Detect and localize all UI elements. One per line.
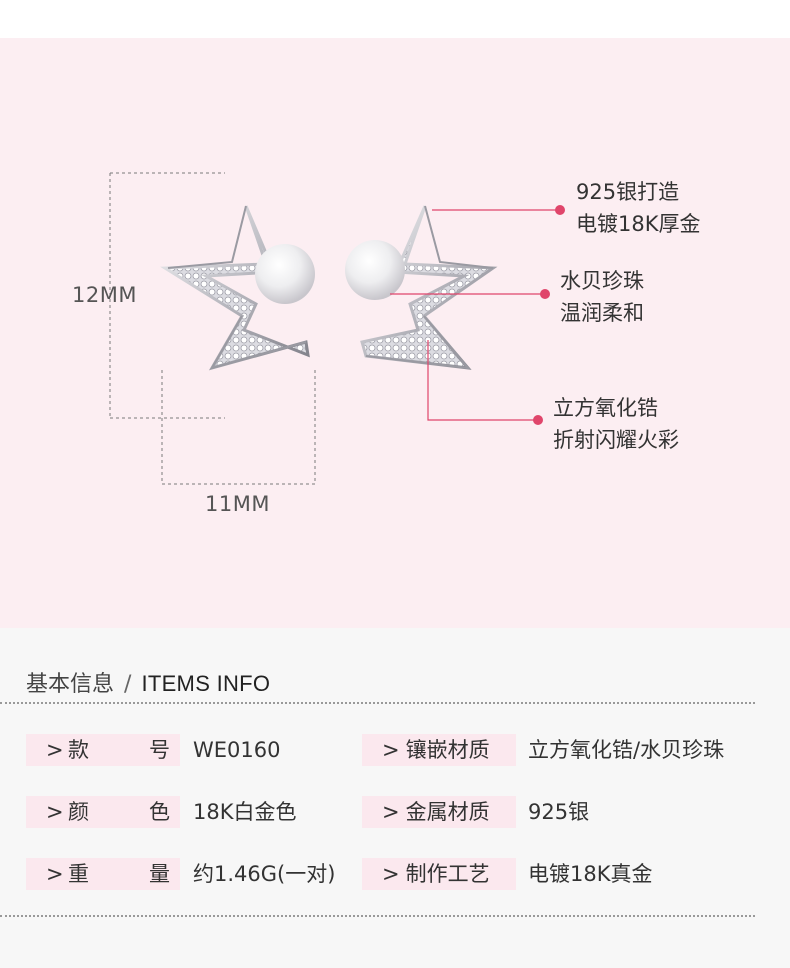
divider-top (0, 702, 755, 704)
width-dimension-label: 11MM (205, 492, 270, 516)
chevron-right-icon: > (46, 800, 64, 824)
spec-value-weight: 约1.46G(一对) (193, 862, 336, 886)
callout-zirconia: 立方氧化锆 折射闪耀火彩 (553, 392, 679, 456)
height-dimension-guide (109, 172, 225, 419)
chevron-right-icon: > (382, 862, 400, 886)
divider-bottom (0, 915, 755, 917)
spec-label-color: >颜 色 (26, 796, 180, 828)
section-title-cn: 基本信息 (26, 672, 115, 697)
callout-pearl-line1: 水贝珍珠 (560, 269, 644, 293)
earring-illustration (109, 172, 565, 485)
callout-zirconia-line1: 立方氧化锆 (553, 396, 658, 420)
chevron-right-icon: > (382, 738, 400, 762)
right-pearl (345, 240, 405, 300)
callout-silver: 925银打造 电镀18K厚金 (576, 176, 701, 240)
callout-leaders (390, 209, 560, 421)
left-pearl (255, 244, 315, 304)
spec-label-metal-material: >金属材质 (362, 796, 516, 828)
spec-label-craft: >制作工艺 (362, 858, 516, 890)
spec-label-inlay-material: >镶嵌材质 (362, 734, 516, 766)
spec-label-text-a: 款 (68, 738, 89, 762)
callout-pearl: 水贝珍珠 温润柔和 (560, 265, 644, 329)
spec-label-weight: >重 量 (26, 858, 180, 890)
spec-value-color: 18K白金色 (193, 800, 297, 824)
spec-value-inlay-material: 立方氧化锆/水贝珍珠 (528, 738, 725, 762)
callout-zirconia-line2: 折射闪耀火彩 (553, 428, 679, 452)
chevron-right-icon: > (382, 800, 400, 824)
spec-label-text: 金属材质 (405, 800, 490, 824)
callout-dots (533, 205, 565, 425)
spec-label-text-b: 色 (149, 800, 170, 824)
spec-value-item-no: WE0160 (193, 738, 281, 762)
spec-label-text-b: 号 (149, 738, 170, 762)
product-hero-background (0, 38, 790, 628)
chevron-right-icon: > (46, 738, 64, 762)
spec-value-craft: 电镀18K真金 (528, 862, 653, 886)
spec-label-text: 制作工艺 (405, 862, 490, 886)
chevron-right-icon: > (46, 862, 64, 886)
section-title-separator: / (124, 672, 132, 697)
callout-silver-line1: 925银打造 (576, 180, 680, 204)
spec-label-text: 镶嵌材质 (405, 738, 490, 762)
section-title-en: ITEMS INFO (141, 671, 271, 696)
spec-label-text-b: 量 (149, 862, 170, 886)
spec-label-text-a: 重 (68, 862, 89, 886)
callout-pearl-line2: 温润柔和 (560, 301, 644, 325)
section-title: 基本信息 / ITEMS INFO (26, 666, 270, 698)
spec-label-text-a: 颜 (68, 800, 89, 824)
spec-label-item-no: >款 号 (26, 734, 180, 766)
left-star-earring (160, 205, 315, 371)
callout-silver-line2: 电镀18K厚金 (576, 212, 701, 236)
right-star-earring (345, 205, 498, 370)
height-dimension-label: 12MM (72, 283, 137, 307)
width-dimension-guide (161, 370, 316, 485)
spec-value-metal-material: 925银 (528, 800, 590, 824)
